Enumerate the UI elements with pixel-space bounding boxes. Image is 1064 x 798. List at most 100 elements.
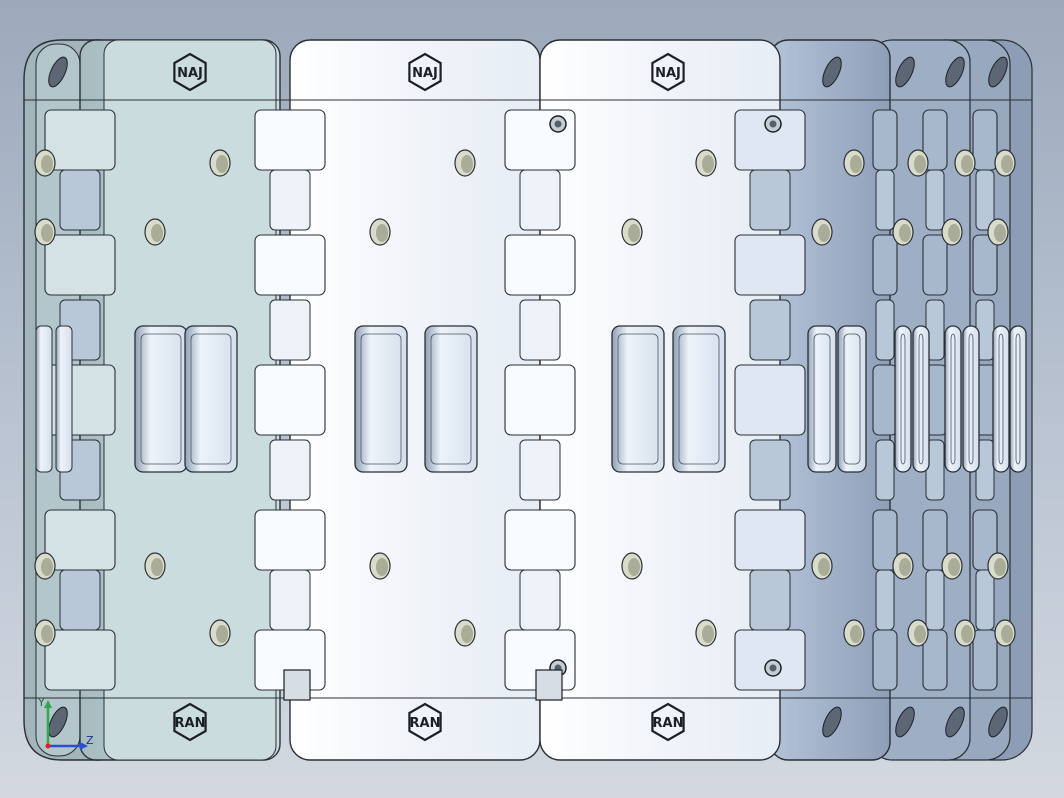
hole-shadow <box>818 224 830 242</box>
hole-shadow <box>702 625 714 643</box>
logo-glyph: RAN <box>410 716 441 731</box>
logo-badge-icon <box>173 52 207 92</box>
logo-badge-icon <box>651 52 685 92</box>
hole-shadow <box>461 625 473 643</box>
slot-inner-edge <box>950 333 956 465</box>
slot-inner-edge <box>813 333 831 465</box>
hole-shadow <box>41 155 53 173</box>
hinge-knuckle <box>59 169 101 231</box>
slot-icon <box>672 325 726 473</box>
hinge-knuckle <box>519 569 561 631</box>
slot-inner-edge <box>1015 333 1021 465</box>
hole-shadow <box>914 625 926 643</box>
slot-inner-edge <box>360 333 402 465</box>
hinge-tooth <box>872 234 898 296</box>
slot-icon <box>1009 325 1027 473</box>
hinge-knuckle <box>749 439 791 501</box>
hole-shadow <box>628 224 640 242</box>
hinge-knuckle <box>925 569 945 631</box>
slot-icon <box>611 325 665 473</box>
hole-shadow <box>948 558 960 576</box>
hinge-knuckle <box>749 169 791 231</box>
axis-triad: Y Z <box>38 698 94 750</box>
hinge-tooth <box>734 234 806 296</box>
hole-shadow <box>914 155 926 173</box>
holes-group <box>34 149 1016 647</box>
hinge-tooth <box>254 364 326 436</box>
vent-icon <box>822 706 842 738</box>
hole-shadow <box>961 155 973 173</box>
vent-icon <box>945 706 965 738</box>
hole-shadow <box>818 558 830 576</box>
slot-icon <box>894 325 912 473</box>
logo-glyph: RAN <box>175 716 206 731</box>
slot-inner-edge <box>843 333 861 465</box>
hinge-tooth <box>44 109 116 171</box>
hole-shadow <box>216 625 228 643</box>
hole-shadow <box>151 224 163 242</box>
hinge-knuckle <box>519 439 561 501</box>
hinge-knuckle <box>749 569 791 631</box>
hinge-knuckle <box>519 169 561 231</box>
vent-icon <box>988 56 1008 88</box>
hinge-tooth <box>254 109 326 171</box>
hinge-tooth <box>872 364 898 436</box>
hole-shadow <box>850 155 862 173</box>
z-axis-label: Z <box>86 734 94 747</box>
hinge-tooth <box>972 109 998 171</box>
vent-icon <box>945 56 965 88</box>
hole-shadow <box>41 558 53 576</box>
logo-badges-group: NAJ NAJ NAJ RAN RAN RAN <box>173 52 685 742</box>
hinge-knuckle <box>875 439 895 501</box>
hole-shadow <box>994 224 1006 242</box>
logo-badge-icon <box>408 52 442 92</box>
slot-icon <box>424 325 478 473</box>
hole-shadow <box>899 558 911 576</box>
hinge-knuckle <box>59 569 101 631</box>
vents-group <box>48 56 1008 738</box>
logo-badge-icon <box>651 702 685 742</box>
slot-inner-edge <box>678 333 720 465</box>
hinge-knuckle <box>269 439 311 501</box>
slot-inner-edge <box>190 333 232 465</box>
logo-glyph: NAJ <box>655 66 681 81</box>
screw-core <box>769 120 777 128</box>
hinge-knuckle <box>269 569 311 631</box>
hole-shadow <box>850 625 862 643</box>
hinge-knuckle <box>749 299 791 361</box>
hinge-tooth <box>44 509 116 571</box>
connector-block <box>535 669 563 701</box>
hole-shadow <box>702 155 714 173</box>
slot-icon <box>992 325 1010 473</box>
slot-inner-edge <box>140 333 182 465</box>
logo-badge-icon <box>173 702 207 742</box>
y-axis-label: Y <box>38 698 45 709</box>
logo-glyph: NAJ <box>412 66 438 81</box>
hinge-tooth <box>44 234 116 296</box>
hinge-knuckle <box>519 299 561 361</box>
vent-icon <box>822 56 842 88</box>
hinge-tooth <box>734 364 806 436</box>
hinge-tooth <box>922 234 948 296</box>
hinge-knuckle <box>269 299 311 361</box>
slot-icon <box>184 325 238 473</box>
hole-shadow <box>376 224 388 242</box>
logo-glyph: RAN <box>653 716 684 731</box>
hinge-tooth <box>872 629 898 691</box>
logo-glyph: NAJ <box>177 66 203 81</box>
slot-icon <box>354 325 408 473</box>
slot-icon <box>35 325 53 473</box>
slot-icon <box>55 325 73 473</box>
hinge-tooth <box>504 234 576 296</box>
hole-shadow <box>461 155 473 173</box>
hinge-tooth <box>504 364 576 436</box>
slot-inner-edge <box>617 333 659 465</box>
hinge-knuckle <box>269 169 311 231</box>
hole-shadow <box>948 224 960 242</box>
hinge-knuckle <box>875 169 895 231</box>
vent-icon <box>48 56 68 88</box>
slot-icon <box>134 325 188 473</box>
vent-icon <box>48 706 68 738</box>
